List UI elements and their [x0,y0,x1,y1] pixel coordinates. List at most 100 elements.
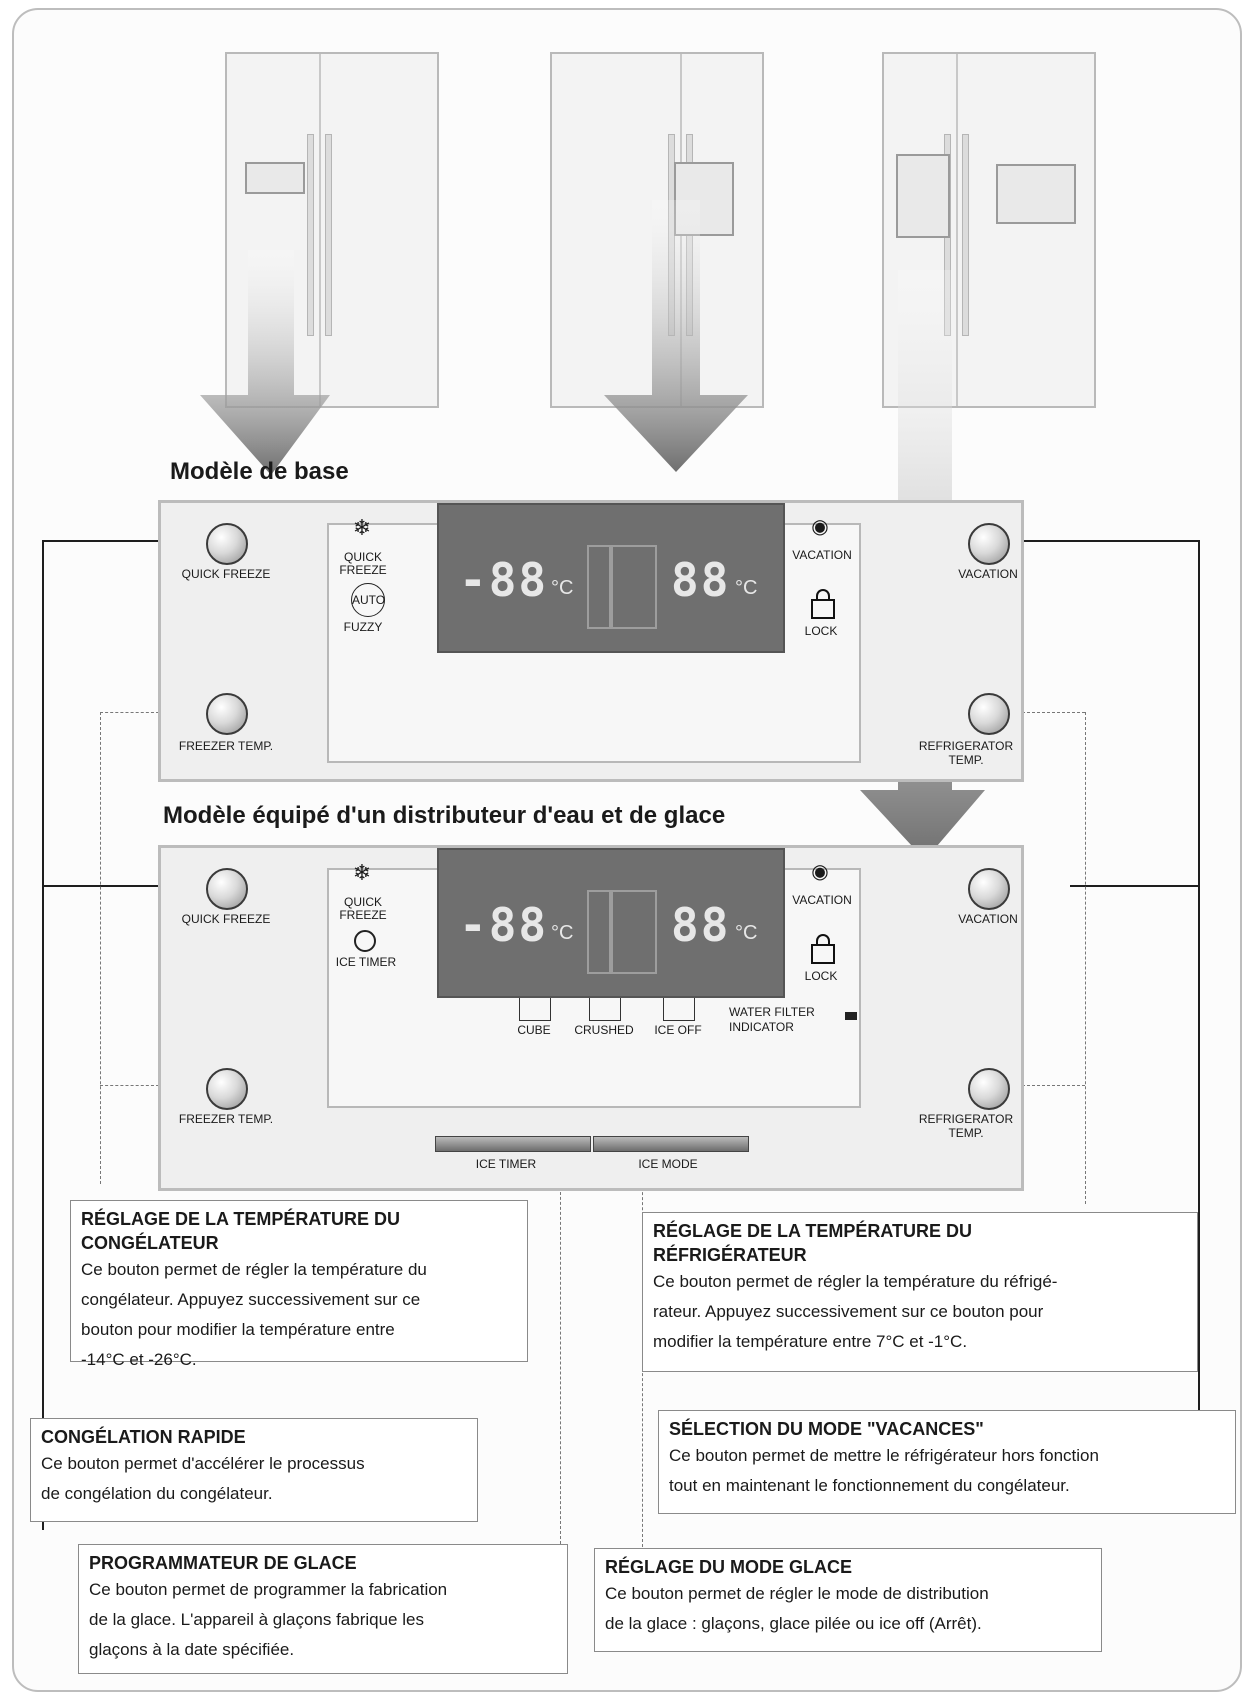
vacation-button[interactable] [968,868,1010,910]
crushed-ice-icon [589,998,621,1021]
callout-text: modifier la température entre 7°C et -1°… [653,1332,968,1351]
freezer-door-segment [587,545,611,629]
leader-line [560,1172,561,1544]
arrow-down-dispenser [604,200,748,472]
callout-title: RÉGLAGE DE LA TEMPÉRATURE DU [653,1221,973,1241]
leader-line [1012,1085,1085,1086]
callout-text: de la glace : glaçons, glace pilée ou ic… [605,1614,982,1633]
callout-text: Ce bouton permet de régler le mode de di… [605,1584,989,1603]
quick-freeze-button[interactable] [206,523,248,565]
callout-title: RÉGLAGE DE LA TEMPÉRATURE DU [81,1209,401,1229]
refrigerator-temp-button[interactable] [968,1068,1010,1110]
quick-freeze-button[interactable] [206,868,248,910]
freezer-temp-button[interactable] [206,1068,248,1110]
refrigerator-temp-label-line2: TEMP. [948,753,984,767]
connector-line [42,540,44,1530]
lock-icon [811,934,835,964]
callout-title: SÉLECTION DU MODE "VACANCES" [669,1419,984,1439]
heading-dispenser-model: Modèle équipé d'un distributeur d'eau et… [163,802,726,829]
callout-text: Ce bouton permet de régler la températur… [653,1272,1058,1291]
lcd-display: -88 °C 88 °C [437,503,785,653]
fridge-illustration-dispenser-display [882,52,1096,408]
callout-text: de la glace. L'appareil à glaçons fabriq… [89,1610,424,1629]
ice-mode-button[interactable] [593,1136,749,1152]
vacation-label: VACATION [958,567,1018,581]
vacation-icon: ◉ [811,516,829,538]
vacation-label: VACATION [958,912,1018,926]
connector-line [42,540,212,542]
callout-text: congélateur. Appuyez successivement sur … [81,1290,421,1309]
vacation-icon: ◉ [811,861,829,883]
quick-freeze-label: QUICK FREEZE [181,567,271,581]
heading-basic-model: Modèle de base [170,458,349,485]
lock-icon [811,589,835,619]
fridge-temp-unit: °C [735,577,758,599]
callout-title: RÉFRIGÉRATEUR [653,1245,807,1265]
refrigerator-temp-label-line1: REFRIGERATOR [918,1112,1014,1126]
crushed-ice-label: CRUSHED [574,1023,634,1037]
icon-label-freeze: FREEZE [339,563,387,577]
freezer-temp-button[interactable] [206,693,248,735]
freezer-door-segment [587,890,611,974]
callout-text: Ce bouton permet de régler la températur… [81,1260,427,1279]
icon-label-freeze: FREEZE [339,908,387,922]
ice-timer-bar-label: ICE TIMER [475,1157,537,1171]
callout-ice-timer: PROGRAMMATEUR DE GLACE Ce bouton permet … [78,1544,568,1674]
leader-line [100,712,210,713]
water-filter-label-line1: WATER FILTER [729,1005,815,1019]
leader-line [1012,712,1085,713]
callout-quick-freeze: CONGÉLATION RAPIDE Ce bouton permet d'ac… [30,1418,478,1522]
fridge-door-segment [611,545,657,629]
connector-line [1070,885,1200,887]
fridge-temp-digits: 88 [671,553,731,607]
callout-title: CONGÉLATEUR [81,1233,219,1253]
refrigerator-temp-label-line1: REFRIGERATOR [918,739,1014,753]
leader-line [100,712,101,1184]
ice-cube-icon [519,998,551,1021]
callout-text: -14°C et -26°C. [81,1350,197,1369]
freezer-temp-digits: -88 [459,553,549,607]
callout-ice-mode: RÉGLAGE DU MODE GLACE Ce bouton permet d… [594,1548,1102,1652]
icon-label-lock: LOCK [804,969,838,983]
freezer-temp-unit: °C [551,922,574,944]
callout-title: PROGRAMMATEUR DE GLACE [89,1553,357,1573]
quick-freeze-label: QUICK FREEZE [181,912,271,926]
connector-line [42,885,212,887]
auto-fuzzy-icon: AUTO [351,583,385,617]
refrigerator-temp-button[interactable] [968,693,1010,735]
refrigerator-temp-label-line2: TEMP. [948,1126,984,1140]
icon-label-quick: QUICK [343,895,382,909]
icon-label-fuzzy: FUZZY [343,620,383,634]
icon-label-vacation: VACATION [792,893,852,907]
ice-timer-button[interactable] [435,1136,591,1152]
ice-cube-label: CUBE [517,1023,551,1037]
connector-line [1198,540,1200,1510]
icon-label-ice-timer: ICE TIMER [335,955,397,969]
callout-text: glaçons à la date spécifiée. [89,1640,295,1659]
lcd-display: -88 °C 88 °C [437,848,785,998]
arrow-down-basic [200,250,330,475]
callout-text: rateur. Appuyez successivement sur ce bo… [653,1302,1044,1321]
callout-title: RÉGLAGE DU MODE GLACE [605,1557,853,1577]
callout-text: Ce bouton permet de mettre le réfrigérat… [669,1446,1099,1465]
water-filter-label-line2: INDICATOR [729,1020,794,1034]
icon-label-auto: AUTO [352,593,386,607]
vacation-button[interactable] [968,523,1010,565]
leader-line [100,1085,210,1086]
callout-text: bouton pour modifier la température entr… [81,1320,395,1339]
freezer-temp-digits: -88 [459,898,549,952]
callout-fridge-temp: RÉGLAGE DE LA TEMPÉRATURE DU RÉFRIGÉRATE… [642,1212,1198,1372]
freezer-temp-label: FREEZER TEMP. [178,739,274,753]
callout-title: CONGÉLATION RAPIDE [41,1427,246,1447]
icon-label-lock: LOCK [804,624,838,638]
ice-off-label: ICE OFF [654,1023,702,1037]
callout-text: Ce bouton permet de programmer la fabric… [89,1580,448,1599]
freezer-temp-label: FREEZER TEMP. [178,1112,274,1126]
callout-vacation: SÉLECTION DU MODE "VACANCES" Ce bouton p… [658,1410,1236,1514]
icon-label-vacation: VACATION [792,548,852,562]
snowflake-icon: ❄ [352,515,372,540]
callout-text: Ce bouton permet d'accélérer le processu… [41,1454,365,1473]
snowflake-icon: ❄ [352,860,372,885]
callout-text: de congélation du congélateur. [41,1484,273,1503]
callout-freezer-temp: RÉGLAGE DE LA TEMPÉRATURE DU CONGÉLATEUR… [70,1200,528,1369]
